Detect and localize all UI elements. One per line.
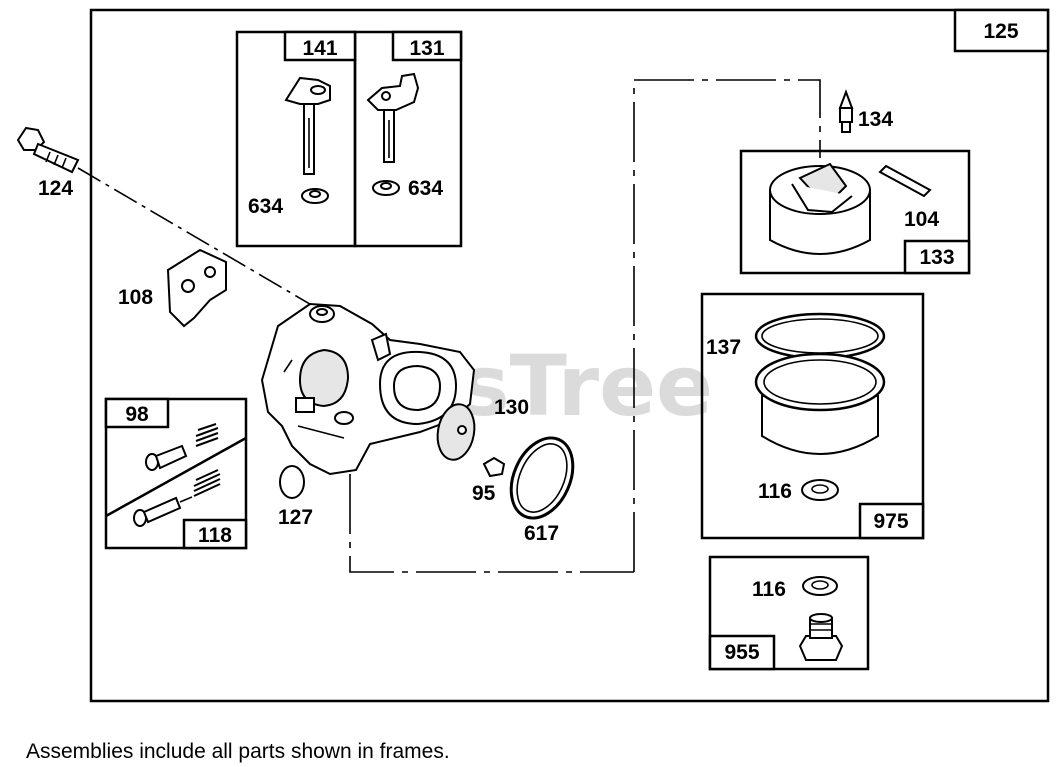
callout-634-left: 634: [248, 195, 283, 218]
gasket-137-part: [754, 312, 886, 360]
callout-104: 104: [904, 208, 939, 231]
bowl-nut-955-part: [798, 613, 844, 661]
callout-134: 134: [858, 108, 893, 131]
frame-tag-133: 133: [919, 246, 954, 269]
washer-634-left-part: [301, 188, 329, 204]
carburetor-body-part: [260, 302, 476, 476]
frame-955: [708, 555, 870, 671]
frame-tag-131: 131: [409, 37, 444, 60]
frame-tag-955: 955: [724, 641, 759, 664]
frame-tag-133-box: [903, 239, 971, 275]
washer-634-right-part: [372, 180, 400, 196]
frame-98-118-divider: [105, 436, 247, 518]
bolt-124-part: [16, 126, 80, 174]
float-133-part: [769, 162, 871, 255]
bowl-link-line-up: [633, 79, 821, 572]
frame-tag-975: 975: [873, 510, 908, 533]
pin-104-part: [878, 164, 932, 198]
screw-95-part: [482, 456, 506, 478]
idle-screw-98-part: [145, 444, 188, 471]
callout-130: 130: [494, 396, 529, 419]
plate-108-part: [166, 248, 227, 328]
frame-tag-118: 118: [198, 524, 232, 547]
gasket-130-part: [436, 403, 476, 461]
callout-127: 127: [278, 506, 313, 529]
callout-617: 617: [524, 522, 559, 545]
bowl-link-line: [349, 474, 634, 573]
frame-tag-98: 98: [125, 403, 149, 426]
callout-95: 95: [472, 482, 496, 505]
callout-116-lower: 116: [752, 578, 786, 601]
frame-tag-975-box: [858, 502, 925, 540]
frame-tag-141-box: [283, 30, 357, 62]
spring-98-part: [195, 423, 219, 447]
frame-tag-98-box: [104, 397, 170, 429]
frame-98-118: [104, 397, 248, 550]
footer-note: Assemblies include all parts shown in fr…: [26, 740, 450, 763]
mixture-screw-118-part: [133, 496, 193, 527]
washer-116-bottom-part: [802, 576, 838, 596]
frame-tag-955-box: [708, 634, 776, 671]
float-bowl-975-part: [754, 352, 886, 455]
frame-tag-125: 125: [983, 20, 1018, 43]
frame-tag-125-box: [953, 8, 1050, 53]
frame-975: [700, 292, 925, 540]
frame-tag-141: 141: [302, 37, 337, 60]
o-ring-617-part: [509, 436, 575, 520]
callout-634-right: 634: [408, 177, 443, 200]
callout-124: 124: [38, 177, 73, 200]
welch-plug-127-part: [279, 465, 305, 499]
callout-116-upper: 116: [758, 480, 792, 503]
spring-118-part: [193, 469, 221, 497]
callout-137: 137: [706, 336, 741, 359]
frame-tag-131-box: [391, 30, 463, 62]
frame-133: [739, 149, 971, 275]
main-frame: [89, 8, 1050, 703]
callout-108: 108: [118, 286, 153, 309]
frame-tag-118-box: [182, 518, 248, 550]
throttle-shaft-part: [284, 76, 331, 175]
frame-131: [353, 30, 463, 248]
float-needle-134-part: [838, 89, 854, 133]
leader-124: [77, 167, 321, 311]
washer-116-top-part: [801, 479, 839, 501]
choke-shaft-part: [366, 72, 420, 163]
